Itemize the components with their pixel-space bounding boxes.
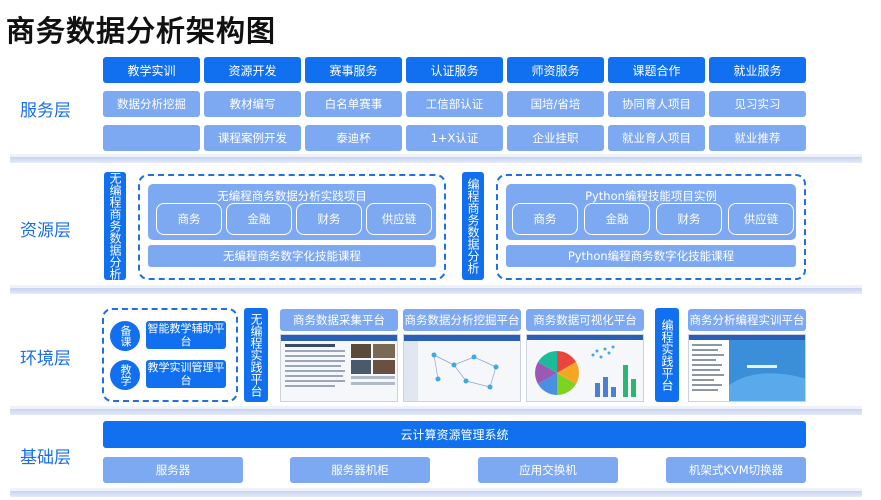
teaching-support-group: [102, 308, 238, 402]
prep-circle: 备课: [110, 321, 140, 351]
layer-divider: [10, 406, 862, 415]
service-layer-label: 服务层: [20, 101, 71, 121]
nocode-practice-label: 无编程实践平台: [244, 308, 268, 402]
service-item: 企业挂职: [507, 125, 604, 151]
service-item: 就业育人项目: [608, 125, 705, 151]
code-resource-group: [496, 174, 806, 280]
data-collection-screenshot[interactable]: [280, 334, 398, 402]
service-header-competition[interactable]: 赛事服务: [305, 57, 402, 83]
nocode-project-title: 无编程商务数据分析实践项目: [217, 189, 367, 203]
server-item[interactable]: 服务器: [103, 457, 243, 483]
layer-divider: [10, 488, 862, 497]
python-item-accounting[interactable]: 财务: [656, 203, 722, 235]
python-course-bar[interactable]: Python编程商务数字化技能课程: [506, 245, 796, 267]
teach-circle: 教学: [110, 360, 140, 390]
data-collection-preview-icon: [281, 335, 397, 387]
server-rack-item[interactable]: 服务器机柜: [290, 457, 430, 483]
layer-divider: [10, 285, 862, 294]
service-header-faculty[interactable]: 师资服务: [507, 57, 604, 83]
data-mining-screenshot[interactable]: [403, 334, 521, 402]
nocode-course-bar[interactable]: 无编程商务数字化技能课程: [148, 245, 436, 267]
coding-preview-icon: [689, 335, 805, 401]
service-item: 就业推荐: [709, 125, 806, 151]
service-item: 工信部认证: [406, 91, 503, 117]
visualization-screenshot[interactable]: [526, 334, 644, 402]
nocode-item-finance[interactable]: 金融: [226, 203, 292, 235]
nocode-item-business[interactable]: 商务: [156, 203, 222, 235]
service-item: 数据分析挖掘: [103, 91, 200, 117]
service-header-employment[interactable]: 就业服务: [709, 57, 806, 83]
resource-layer-label: 资源层: [20, 221, 71, 241]
page-title: 商务数据分析架构图: [6, 14, 277, 48]
coding-platform-screenshot[interactable]: [688, 334, 806, 402]
layer-divider: [10, 154, 862, 163]
service-item: 教材编写: [204, 91, 301, 117]
visualization-preview-icon: [527, 335, 643, 397]
service-header-certification[interactable]: 认证服务: [406, 57, 503, 83]
service-item: 泰迪杯: [305, 125, 402, 151]
python-project-title: Python编程技能项目实例: [585, 189, 717, 203]
python-item-supply-chain[interactable]: 供应链: [728, 203, 794, 235]
nocode-item-supply-chain[interactable]: 供应链: [366, 203, 432, 235]
nocode-analysis-label: 无编程商务数据分析: [104, 172, 126, 280]
service-item: 1+X认证: [406, 125, 503, 151]
data-collection-title[interactable]: 商务数据采集平台: [280, 309, 398, 331]
python-item-business[interactable]: 商务: [512, 203, 578, 235]
nocode-item-accounting[interactable]: 财务: [296, 203, 362, 235]
nocode-resource-group: [138, 174, 446, 280]
service-header-teaching[interactable]: 教学实训: [103, 57, 200, 83]
service-item: 见习实习: [709, 91, 806, 117]
service-header-resource-dev[interactable]: 资源开发: [204, 57, 301, 83]
data-mining-preview-icon: [404, 335, 520, 401]
coding-platform-title[interactable]: 商务分析编程实训平台: [688, 309, 806, 331]
service-item-empty: [103, 125, 200, 151]
service-item: 协同育人项目: [608, 91, 705, 117]
foundation-layer-label: 基础层: [20, 448, 71, 468]
service-item: 白名单赛事: [305, 91, 402, 117]
visualization-title[interactable]: 商务数据可视化平台: [526, 309, 644, 331]
app-switch-item[interactable]: 应用交换机: [478, 457, 618, 483]
data-mining-title[interactable]: 商务数据分析挖掘平台: [403, 309, 521, 331]
python-item-finance[interactable]: 金融: [584, 203, 650, 235]
training-management-platform[interactable]: 教学实训管理平台: [146, 360, 226, 388]
code-practice-label: 编程实践平台: [655, 308, 679, 402]
code-analysis-label: 编程商务数据分析: [462, 172, 484, 280]
service-header-research[interactable]: 课题合作: [608, 57, 705, 83]
service-item: 国培/省培: [507, 91, 604, 117]
cloud-resource-system[interactable]: 云计算资源管理系统: [103, 421, 806, 448]
service-item: 课程案例开发: [204, 125, 301, 151]
smart-teaching-platform[interactable]: 智能教学辅助平台: [146, 321, 226, 349]
environment-layer-label: 环境层: [20, 349, 71, 369]
kvm-switch-item[interactable]: 机架式KVM切换器: [666, 457, 806, 483]
